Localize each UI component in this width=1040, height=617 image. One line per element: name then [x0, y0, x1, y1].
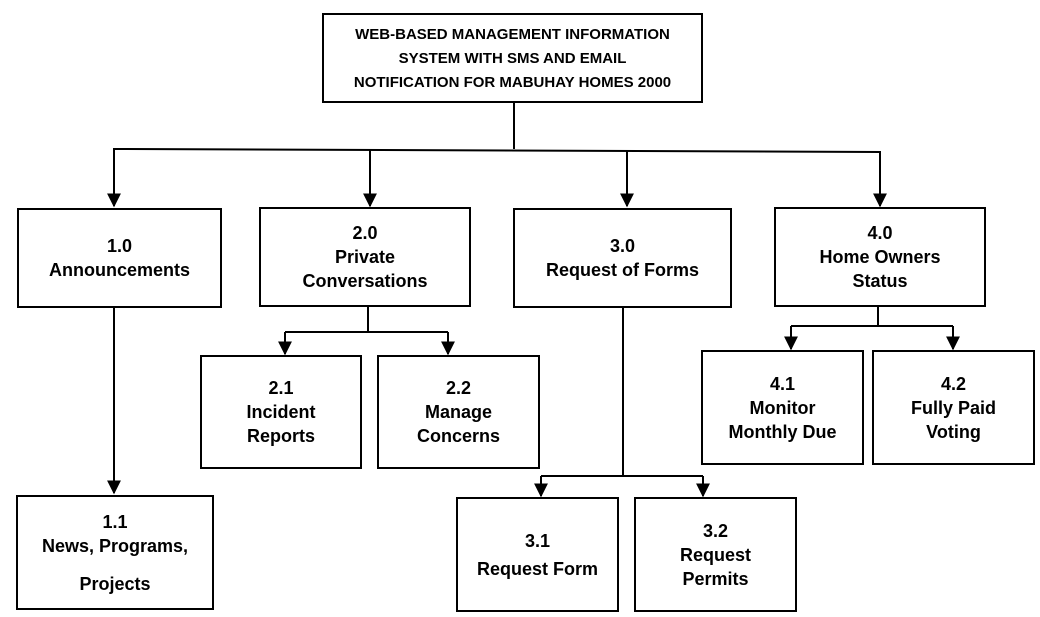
node-label: Announcements: [48, 260, 190, 280]
node-number: 4.0: [867, 223, 893, 243]
root-branch-line: [113, 147, 881, 206]
node-1-1-news-programs-projects: 1.1 News, Programs, Projects: [16, 495, 214, 610]
root-system-box: WEB-BASED MANAGEMENT INFORMATION SYSTEM …: [322, 13, 703, 103]
node-label: Request: [679, 544, 751, 565]
node-number: 3.0: [609, 236, 636, 256]
node-label: Concerns: [416, 426, 501, 446]
node-number: 3.1: [524, 530, 551, 551]
node-number: 4.2: [940, 373, 967, 394]
root-title-line-2: SYSTEM WITH SMS AND EMAIL: [398, 50, 627, 67]
node-4-2-fully-paid-voting: 4.2 Fully Paid Voting: [872, 350, 1035, 465]
node-label: Incident: [246, 402, 316, 422]
node-label: Monthly Due: [728, 421, 837, 442]
node-number: 1.0: [106, 236, 133, 256]
node-label: Projects: [79, 573, 151, 594]
node-number: 3.2: [702, 520, 729, 541]
node-number: 1.1: [102, 511, 128, 532]
node-2-0-private-conversations: 2.0 Private Conversations: [259, 207, 471, 307]
node-number: 2.0: [352, 223, 378, 243]
node-label: Reports: [246, 426, 315, 446]
node-label: News, Programs,: [41, 535, 189, 556]
node-number: 4.1: [769, 373, 796, 394]
root-title-line-3: NOTIFICATION FOR MABUHAY HOMES 2000: [353, 74, 672, 91]
node-number: 2.2: [445, 378, 472, 398]
node-4-0-home-owners-status: 4.0 Home Owners Status: [774, 207, 986, 307]
node-label: Monitor: [749, 397, 816, 418]
node-label: Conversations: [302, 271, 428, 291]
node-label: Voting: [926, 421, 981, 442]
node-2-1-incident-reports: 2.1 Incident Reports: [200, 355, 362, 469]
node-label: Request Form: [476, 558, 599, 579]
node-label: Private: [334, 247, 396, 267]
node-1-0-announcements: 1.0 Announcements: [17, 208, 222, 308]
node-label: Permits: [682, 568, 749, 589]
node-4-1-monitor-monthly-due: 4.1 Monitor Monthly Due: [701, 350, 864, 465]
node-2-2-manage-concerns: 2.2 Manage Concerns: [377, 355, 540, 469]
node-label: Home Owners: [819, 247, 941, 267]
node-3-0-request-of-forms: 3.0 Request of Forms: [513, 208, 732, 308]
node-label: Status: [852, 271, 908, 291]
node-label: Manage: [424, 402, 493, 422]
node-label: Request of Forms: [545, 260, 700, 280]
node-label: Fully Paid: [910, 397, 997, 418]
node-3-1-request-form: 3.1 Request Form: [456, 497, 619, 612]
node-number: 2.1: [268, 378, 294, 398]
node-3-2-request-permits: 3.2 Request Permits: [634, 497, 797, 612]
root-title-line-1: WEB-BASED MANAGEMENT INFORMATION: [355, 26, 670, 43]
